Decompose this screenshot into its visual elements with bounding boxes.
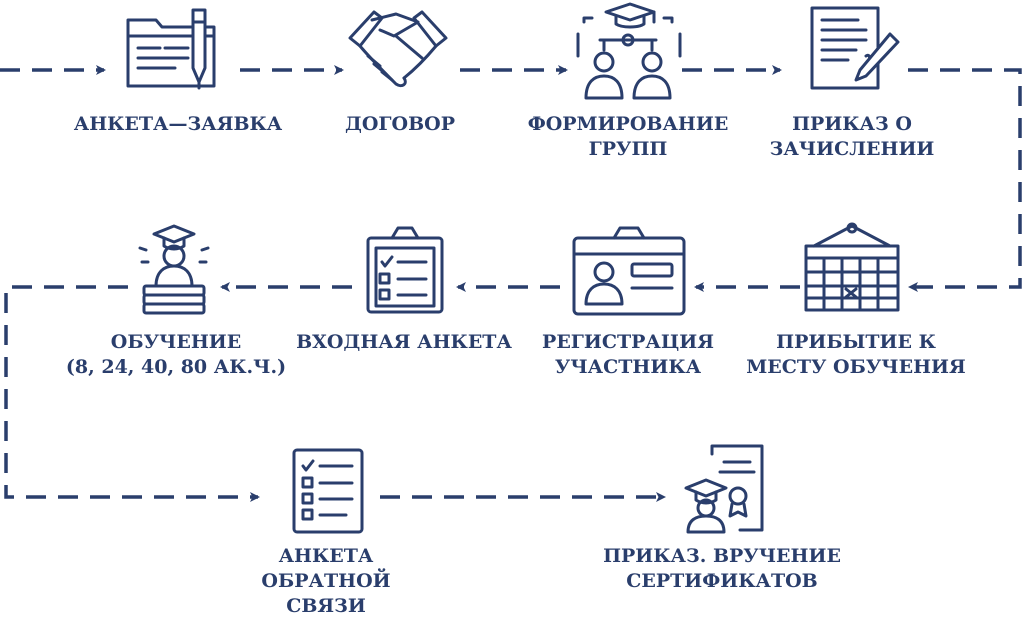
label-line: ДОГОВОР	[344, 113, 456, 135]
label-line: УЧАСТНИКА	[554, 356, 702, 378]
id-card-icon	[572, 226, 686, 316]
label-line: СЕРТИФИКАТОВ	[626, 570, 818, 592]
arrow-step4-step5	[908, 68, 1022, 292]
label-line: ПРИКАЗ О	[792, 113, 912, 135]
step-label-group-formation: ФОРМИРОВАНИЕ ГРУПП	[528, 112, 729, 162]
label-line: АНКЕТА	[278, 545, 374, 567]
label-line: (8, 24, 40, 80 АК.Ч.)	[65, 356, 287, 378]
label-line: ПРИБЫТИЕ К	[776, 331, 936, 353]
label-line: ПРИКАЗ. ВРУЧЕНИЕ	[603, 545, 841, 567]
label-line: ЗАЧИСЛЕНИИ	[769, 138, 935, 160]
handshake-icon	[348, 10, 448, 88]
feedback-form-icon	[292, 448, 364, 534]
step-label-feedback-form: АНКЕТА ОБРАТНОЙ СВЯЗИ	[261, 544, 390, 619]
label-line: МЕСТУ ОБУЧЕНИЯ	[746, 356, 966, 378]
arrow-step8-step9	[4, 285, 260, 502]
graduate-books-icon	[138, 224, 210, 315]
step-label-enrollment-order: ПРИКАЗ О ЗАЧИСЛЕНИИ	[770, 112, 935, 162]
label-line: ГРУПП	[588, 138, 668, 160]
step-label-arrival: ПРИБЫТИЕ К МЕСТУ ОБУЧЕНИЯ	[746, 330, 966, 380]
calendar-icon	[804, 222, 900, 312]
label-line: ВХОДНАЯ АНКЕТА	[296, 331, 512, 353]
label-line: СВЯЗИ	[286, 595, 366, 617]
document-pen-icon	[126, 8, 216, 90]
step-label-certificates: ПРИКАЗ. ВРУЧЕНИЕ СЕРТИФИКАТОВ	[603, 544, 841, 594]
step-label-application-form: АНКЕТА—ЗАЯВКА	[74, 112, 283, 137]
label-line: РЕГИСТРАЦИЯ	[542, 331, 714, 353]
label-line: ОБРАТНОЙ	[261, 570, 391, 592]
certificate-icon	[684, 444, 764, 534]
label-line: ФОРМИРОВАНИЕ	[527, 113, 729, 135]
label-line: ОБУЧЕНИЕ	[110, 331, 242, 353]
step-label-registration: РЕГИСТРАЦИЯ УЧАСТНИКА	[542, 330, 714, 380]
label-line: АНКЕТА—ЗАЯВКА	[73, 113, 283, 135]
step-label-contract: ДОГОВОР	[345, 112, 455, 137]
step-label-entry-survey: ВХОДНАЯ АНКЕТА	[296, 330, 512, 355]
step-label-training: ОБУЧЕНИЕ (8, 24, 40, 80 АК.Ч.)	[66, 330, 286, 380]
clipboard-checklist-icon	[366, 226, 444, 314]
group-formation-icon	[576, 2, 682, 100]
order-document-icon	[810, 6, 900, 90]
